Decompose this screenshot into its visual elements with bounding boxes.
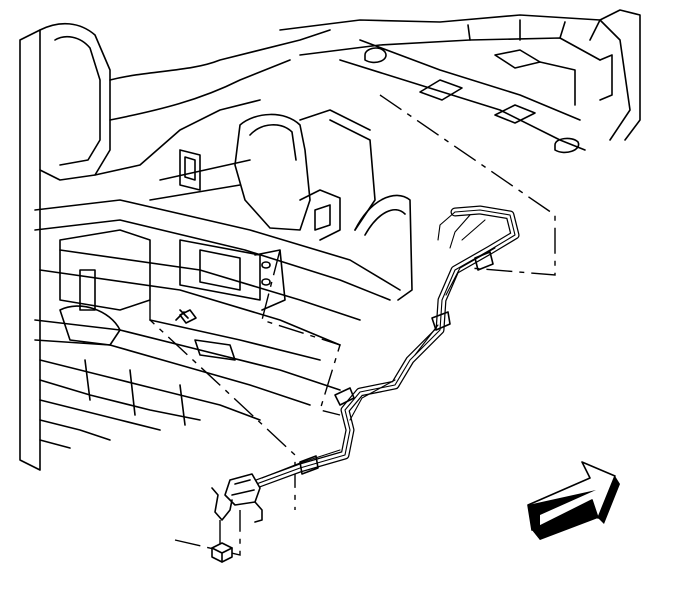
front-direction-arrow-icon [527, 461, 620, 540]
vehicle-underbody-frame [19, 9, 641, 471]
callout-lines [149, 94, 556, 556]
hose-assembly [235, 205, 520, 495]
nut [211, 542, 233, 563]
mounting-bolt [175, 309, 189, 321]
retaining-clip [211, 487, 263, 523]
inline-connector [224, 473, 261, 506]
